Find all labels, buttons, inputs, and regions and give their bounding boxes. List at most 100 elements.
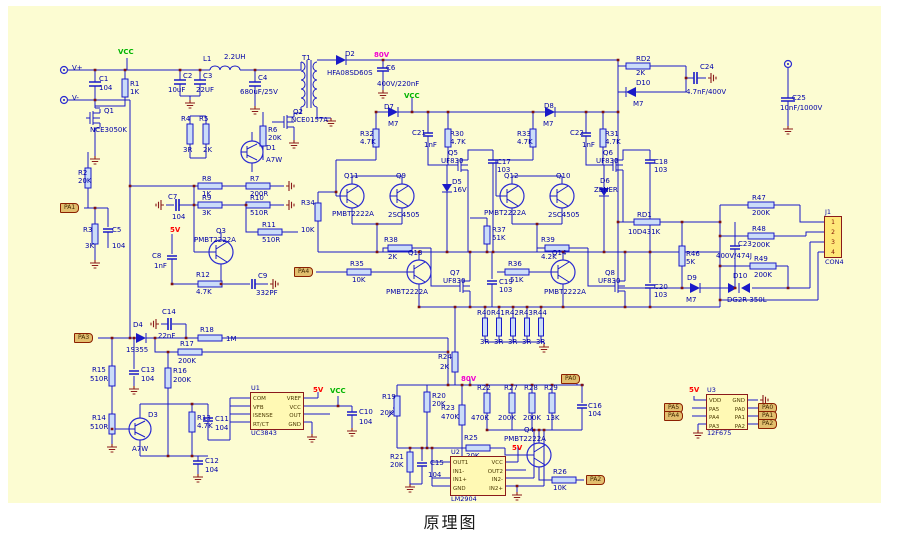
label-r2: R2 (78, 169, 88, 177)
label-r21: R21 (390, 453, 404, 461)
pin-out2: OUT2 (487, 468, 503, 475)
label-200k: 200K (173, 376, 191, 384)
label-510r: 510R (90, 423, 109, 431)
label-51k: 51K (510, 276, 524, 284)
label-r5: R5 (199, 115, 209, 123)
label-4-7nf-400v: 4.7nF/400V (686, 88, 727, 96)
pin-in1-: IN1+ (453, 477, 467, 483)
label-d2: D2 (345, 50, 355, 58)
schematic-caption: 原理图 (423, 513, 478, 532)
pin-com: COM (253, 396, 266, 402)
label-c11: C11 (215, 415, 229, 423)
label-m7: M7 (633, 100, 644, 108)
ic-ref: U2 (451, 448, 460, 456)
label-104: 104 (172, 213, 186, 221)
label-q4: Q4 (524, 426, 534, 434)
label-r7: R7 (250, 175, 260, 183)
pin-rt-ct: RT/CT (253, 421, 269, 428)
label-20k: 20K (432, 400, 446, 408)
label-r23: R23 (441, 404, 455, 412)
pin-gnd: GND (453, 485, 466, 492)
label-510r: 510R (90, 375, 109, 383)
label-680uf-25v: 680uF/25V (240, 88, 278, 96)
label-c1: C1 (99, 75, 109, 83)
label-q12: Q12 (504, 172, 519, 180)
label-c5: C5 (112, 226, 122, 234)
pin-pa1: PA1 (734, 415, 745, 421)
label-r26: R26 (553, 468, 567, 476)
label-10uf: 10uF (168, 86, 186, 94)
label-2sc4505: 2SC4505 (388, 211, 420, 219)
label-4-7k: 4.7K (605, 138, 621, 146)
label-3r: 3R (508, 338, 518, 346)
label-3r: 3R (494, 338, 504, 346)
label-r31: R31 (605, 130, 619, 138)
ic-ref: U1 (251, 384, 260, 392)
label-m7: M7 (543, 120, 554, 128)
label-r1: R1 (130, 80, 140, 88)
label-200k: 200K (752, 209, 770, 217)
label-pmbt2222a: PMBT2222A (386, 288, 428, 296)
label-c24: C24 (700, 63, 714, 71)
label-200k: 200K (178, 357, 196, 365)
net-flag-pa1: PA1 (60, 203, 80, 213)
pin-pa5: PA5 (709, 406, 720, 413)
label-10d431k: 10D431K (628, 228, 661, 236)
label-v-: V- (72, 94, 79, 102)
label-dg2r-350l: DG2R 350L (727, 296, 767, 304)
capacitor-plates (89, 67, 795, 467)
label-c16: C16 (588, 402, 602, 410)
label-200k: 200K (752, 241, 770, 249)
label-3r: 3R (536, 338, 546, 346)
pin-out1: OUT1 (453, 460, 469, 466)
label-r47: R47 (752, 194, 766, 202)
label-10nf-1000v: 10nF/1000V (780, 104, 823, 112)
label-zener: ZENER (594, 186, 618, 194)
label-104: 104 (99, 84, 113, 92)
label-103: 103 (654, 166, 668, 174)
pin-isense: ISENSE (253, 413, 273, 419)
label-200k: 200K (498, 414, 516, 422)
label-5v: 5V (170, 226, 181, 234)
resistors (84, 62, 777, 484)
label-vcc: VCC (118, 48, 134, 56)
label-r37: R37 (492, 226, 506, 234)
label-t1: T1 (302, 54, 311, 62)
label-13k: 13K (546, 414, 560, 422)
label-16v: 16V (453, 186, 467, 194)
label-d7: D7 (384, 103, 394, 111)
label-a7w: A7W (266, 156, 283, 164)
label-rd2: RD2 (636, 55, 651, 63)
label-r42: R42 (505, 309, 519, 317)
label-103: 103 (499, 286, 513, 294)
label-r28: R28 (524, 384, 538, 392)
label-80v: 80V (461, 375, 477, 383)
label-r11: R11 (262, 221, 276, 229)
pin-vref: VREF (286, 396, 301, 402)
pin-pa4: PA4 (709, 415, 720, 421)
label-1nf: 1nF (582, 141, 595, 149)
label-470k: 470K (471, 414, 489, 422)
label-r41: R41 (491, 309, 505, 317)
label-r40: R40 (477, 309, 491, 317)
label-r46: R46 (686, 250, 700, 258)
label-104: 104 (359, 418, 373, 426)
label-4-7k: 4.7K (196, 288, 212, 296)
junction-dots (93, 58, 790, 488)
ic-part-number: LM2904 (451, 495, 477, 503)
label-103: 103 (654, 291, 668, 299)
pin-vcc: VCC (491, 460, 503, 466)
label-m7: M7 (388, 120, 399, 128)
label-d6: D6 (600, 177, 610, 185)
label-2-2uh: 2.2UH (224, 53, 246, 61)
label-4-7k: 4.7K (360, 138, 376, 146)
label-r15: R15 (92, 366, 106, 374)
label-r4: R4 (181, 115, 191, 123)
ic-ref: U3 (707, 386, 716, 394)
